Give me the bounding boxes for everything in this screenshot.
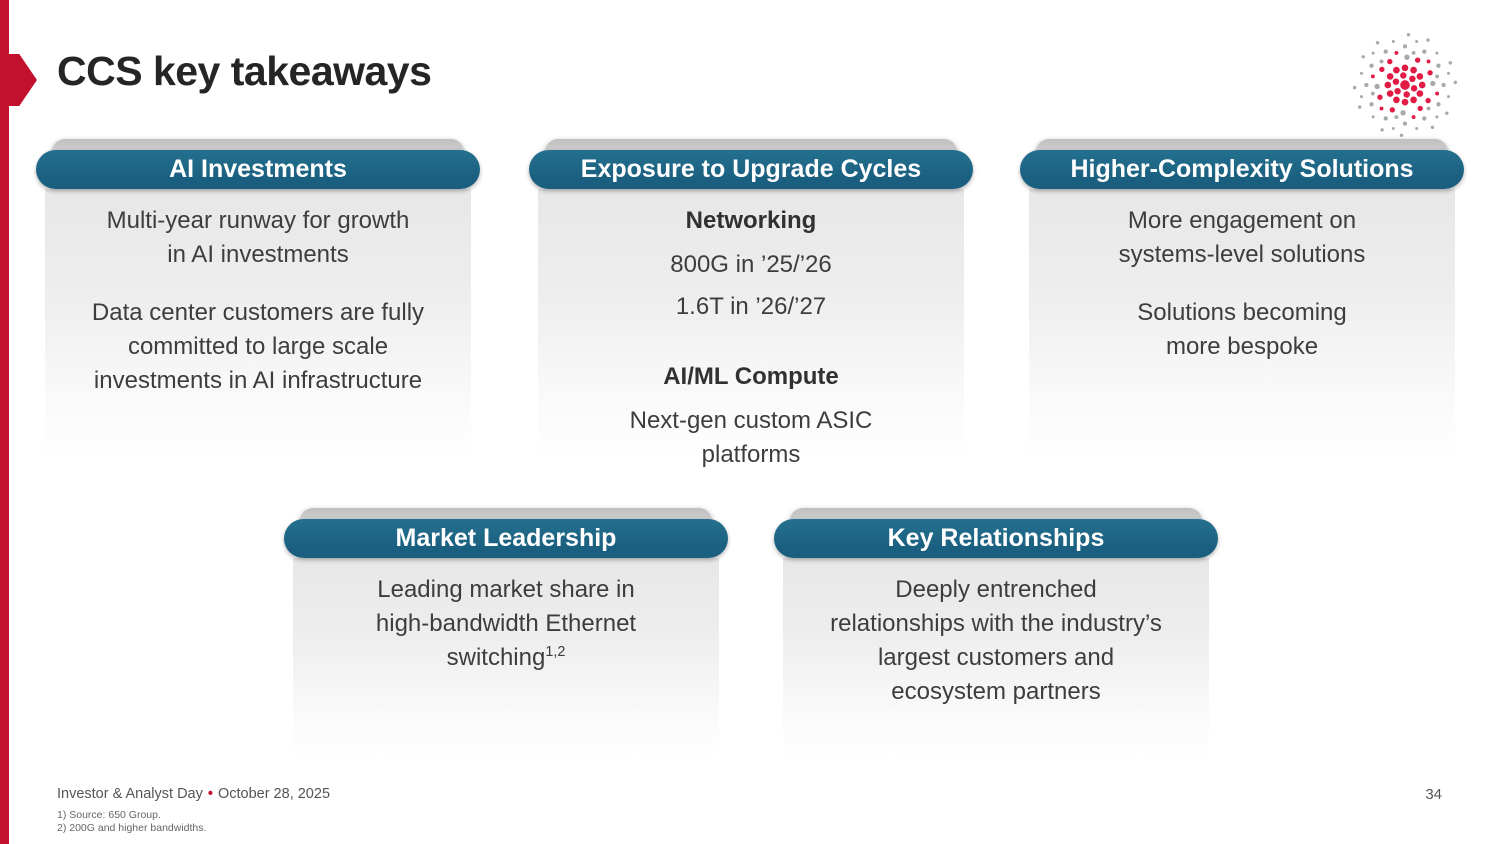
celestica-logo	[1346, 26, 1464, 144]
card-line: Next-gen custom ASIC platforms	[629, 407, 873, 468]
card-higher-complexity-solutions: Higher-Complexity Solutions More engagem…	[1020, 139, 1464, 461]
page-number: 34	[1425, 786, 1442, 803]
title-arrow-marker	[0, 54, 37, 106]
card-title-pill: Exposure to Upgrade Cycles	[529, 150, 973, 189]
card-line: 800G in ’25/’26	[670, 251, 832, 278]
card-key-relationships: Key Relationships Deeply entrenched rela…	[774, 508, 1218, 758]
card-title: Higher-Complexity Solutions	[1070, 155, 1414, 183]
left-accent-bar	[0, 0, 9, 844]
card-exposure-upgrade-cycles: Exposure to Upgrade Cycles Networking 80…	[529, 139, 973, 468]
card-body: Leading market share in high-bandwidth E…	[293, 558, 719, 758]
card-body: Multi-year runway for growth in AI inves…	[45, 189, 471, 461]
footnote-2: 2) 200G and higher bandwidths.	[57, 822, 207, 834]
footer-date: October 28, 2025	[217, 786, 331, 802]
card-market-leadership: Market Leadership Leading market share i…	[284, 508, 728, 758]
card-paragraph: Leading market share in high-bandwidth E…	[299, 573, 713, 675]
card-text: Leading market share in high-bandwidth E…	[375, 576, 637, 671]
footer-bullet: •	[207, 786, 213, 802]
footnote-1: 1) Source: 650 Group.	[57, 809, 161, 821]
card-paragraph: Solutions becoming more bespoke	[1137, 299, 1347, 360]
card-subheading: AI/ML Compute	[663, 363, 839, 390]
slide-title: CCS key takeaways	[57, 48, 432, 94]
card-title-pill: Higher-Complexity Solutions	[1020, 150, 1464, 189]
card-paragraph: More engagement on systems-level solutio…	[1118, 207, 1366, 268]
card-line: 1.6T in ’26/’27	[675, 293, 827, 320]
card-ai-investments: AI Investments Multi-year runway for gro…	[36, 139, 480, 461]
card-paragraph: Data center customers are fully committe…	[91, 299, 425, 394]
card-title: Key Relationships	[887, 524, 1105, 552]
footnotes: 1) Source: 650 Group. 2) 200G and higher…	[57, 809, 206, 835]
card-body: Deeply entrenched relationships with the…	[783, 558, 1209, 758]
footnote-reference: 1,2	[545, 644, 566, 660]
card-paragraph: Multi-year runway for growth in AI inves…	[106, 207, 410, 268]
starburst-dots-icon	[1352, 32, 1458, 138]
card-subheading: Networking	[685, 207, 817, 234]
card-body: Networking 800G in ’25/’26 1.6T in ’26/’…	[538, 189, 964, 468]
card-title-pill: Key Relationships	[774, 519, 1218, 558]
card-title-pill: AI Investments	[36, 150, 480, 189]
footer: Investor & Analyst Day•October 28, 2025	[57, 786, 330, 802]
card-title: Exposure to Upgrade Cycles	[580, 155, 922, 183]
card-title-pill: Market Leadership	[284, 519, 728, 558]
footer-event: Investor & Analyst Day	[57, 786, 203, 802]
card-body: More engagement on systems-level solutio…	[1029, 189, 1455, 461]
card-title: Market Leadership	[395, 524, 617, 552]
card-paragraph: Deeply entrenched relationships with the…	[830, 576, 1162, 705]
card-title: AI Investments	[169, 155, 347, 183]
